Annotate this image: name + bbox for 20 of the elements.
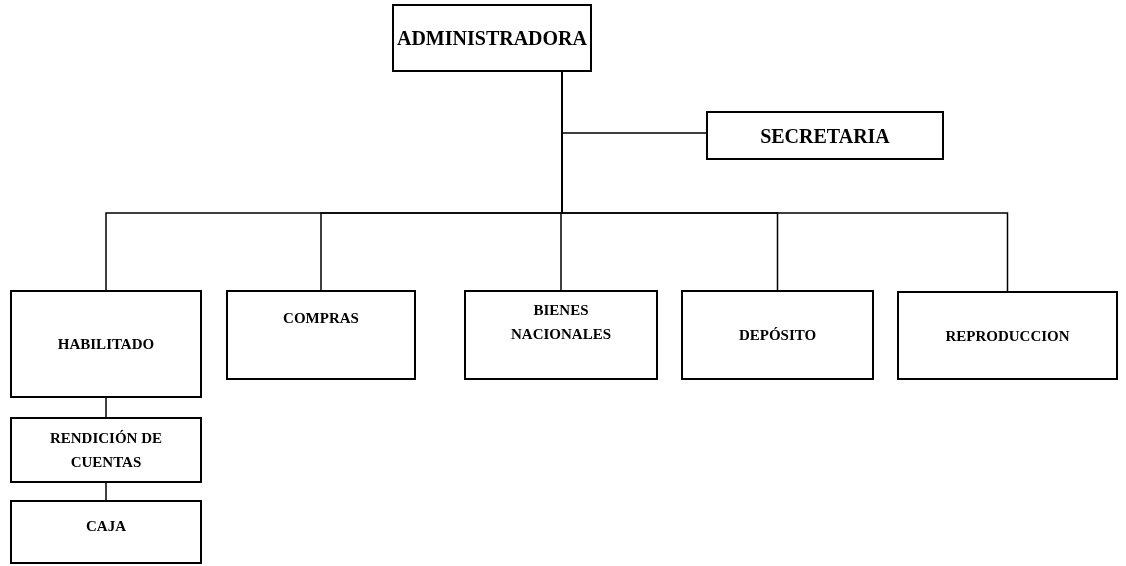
box-label: COMPRAS xyxy=(283,309,359,328)
box-label: RENDICIÓN DE CUENTAS xyxy=(48,429,164,472)
box-label: DEPÓSITO xyxy=(738,326,817,345)
box-label: CAJA xyxy=(86,517,126,536)
connector-line xyxy=(105,397,107,418)
org-box xyxy=(706,111,944,160)
org-box xyxy=(226,290,416,380)
box-label: ADMINISTRADORA xyxy=(397,26,587,51)
org-box xyxy=(897,291,1118,380)
box-label: HABILITADO xyxy=(57,335,155,354)
org-box xyxy=(464,290,658,380)
org-box xyxy=(10,290,202,398)
box-label: BIENES NACIONALES xyxy=(510,301,612,344)
org-box xyxy=(392,4,592,72)
org-box xyxy=(10,417,202,483)
org-box xyxy=(681,290,874,380)
org-box xyxy=(10,500,202,564)
box-label: SECRETARIA xyxy=(760,123,890,149)
connector-line xyxy=(105,482,107,501)
box-label: REPRODUCCION xyxy=(945,326,1070,346)
